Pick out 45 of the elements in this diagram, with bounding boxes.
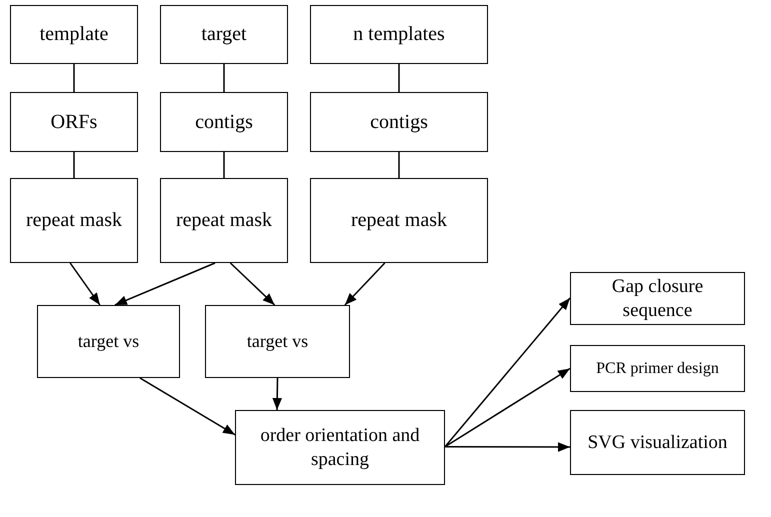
connector-line <box>398 152 400 178</box>
arrow <box>445 442 570 452</box>
process-box <box>570 345 745 392</box>
arrow <box>444 297 571 448</box>
box-label: SVG visualization <box>586 430 728 454</box>
process-box <box>10 92 138 152</box>
arrow <box>114 262 216 306</box>
process-box <box>570 272 745 325</box>
box-label: contigs <box>194 110 254 134</box>
box-label: ORFs <box>50 110 98 134</box>
connector-line <box>398 64 400 92</box>
connector-line <box>223 152 225 178</box>
process-box <box>310 5 488 64</box>
arrow <box>140 377 236 436</box>
box-label: repeat mask <box>174 208 274 233</box>
connector-line <box>73 152 75 178</box>
box-label: contigs <box>369 110 429 134</box>
arrow <box>70 262 101 306</box>
box-label: target <box>200 22 248 47</box>
box-label: Gap closure sequence <box>610 274 704 322</box>
process-box <box>160 92 288 152</box>
connector-line <box>73 64 75 92</box>
process-box <box>235 410 445 485</box>
arrow <box>272 378 282 410</box>
connector-line <box>223 64 225 92</box>
process-box <box>570 410 745 475</box>
box-label: repeat mask <box>24 208 124 233</box>
arrow <box>344 262 386 306</box>
process-box <box>160 5 288 64</box>
box-label: repeat mask <box>350 208 448 233</box>
box-label: template <box>38 22 110 47</box>
arrow <box>230 262 276 306</box>
process-box <box>205 305 350 378</box>
box-label: n templates <box>352 22 446 47</box>
process-box <box>310 92 488 152</box>
process-box <box>160 178 288 263</box>
process-box <box>37 305 180 378</box>
process-box <box>10 5 138 64</box>
box-label: target vs <box>246 330 310 353</box>
box-label: PCR primer design <box>595 358 720 378</box>
box-label: target vs <box>76 330 140 353</box>
arrow <box>444 368 570 448</box>
process-box <box>310 178 488 263</box>
box-label: order orientation and spacing <box>259 424 421 472</box>
process-box <box>10 178 138 263</box>
